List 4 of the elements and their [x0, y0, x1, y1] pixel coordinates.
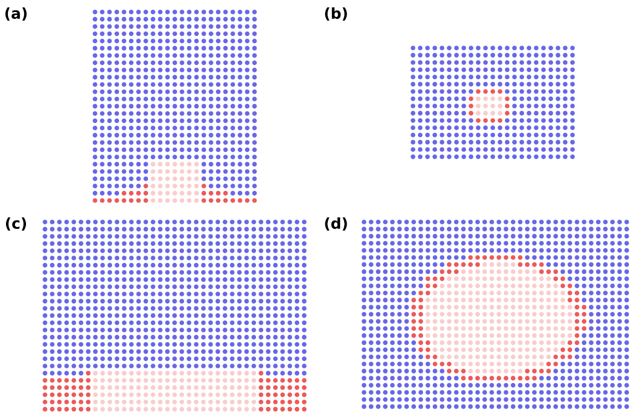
panel-label: (a): [5, 7, 27, 21]
panel-label: (c): [6, 217, 26, 231]
panel-label: (b): [325, 7, 347, 21]
panel-label: (d): [325, 217, 347, 231]
